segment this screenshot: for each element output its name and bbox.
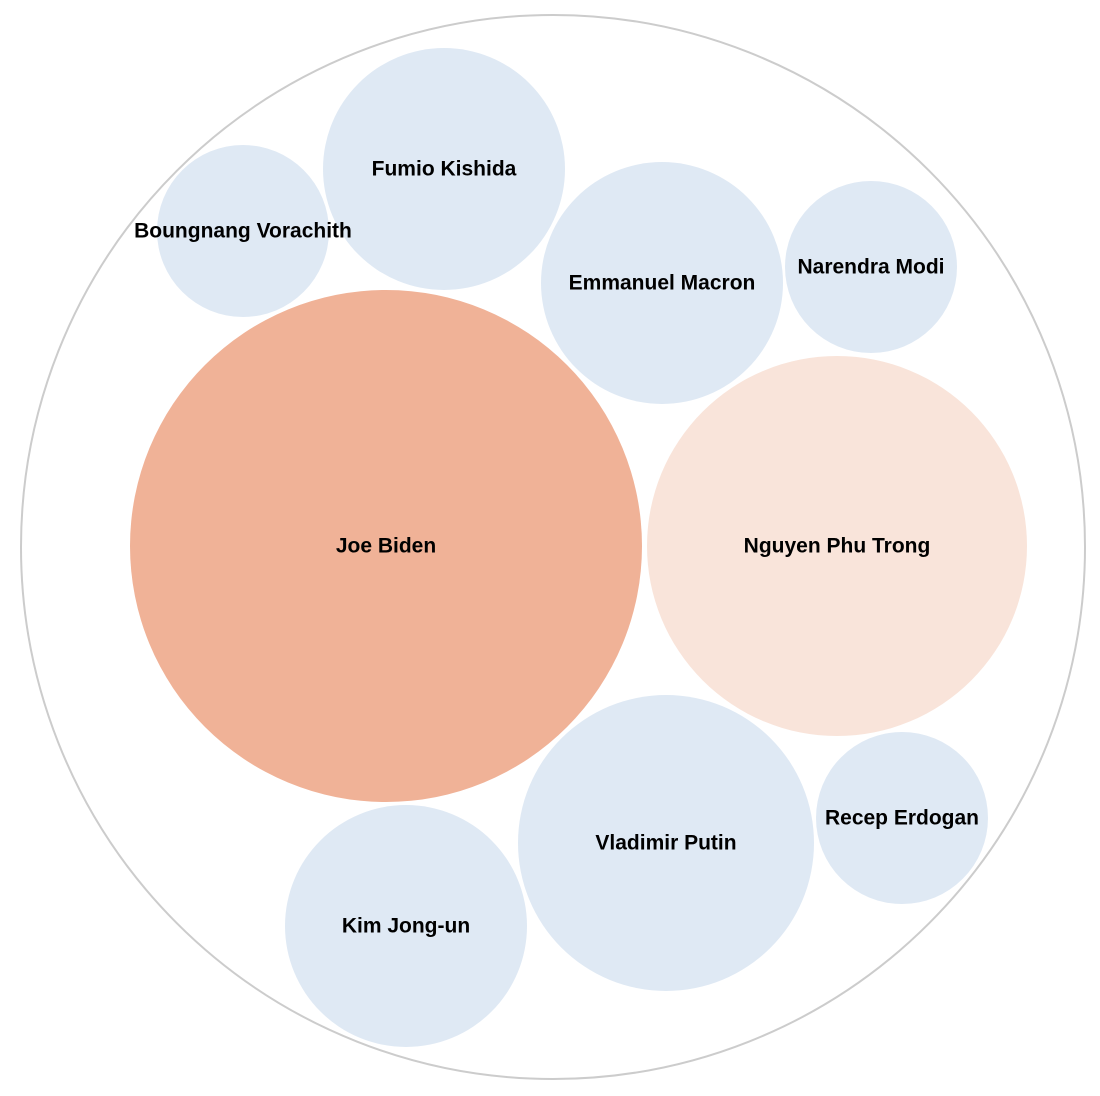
bubble-circle-emmanuel-macron[interactable] [541, 162, 783, 404]
bubble-vladimir-putin[interactable]: Vladimir Putin [518, 695, 814, 991]
bubble-circle-narendra-modi[interactable] [785, 181, 957, 353]
bubble-circle-kim-jong-un[interactable] [285, 805, 527, 1047]
bubble-fumio-kishida[interactable]: Fumio Kishida [323, 48, 565, 290]
bubble-label-fumio-kishida: Fumio Kishida [372, 158, 517, 181]
bubble-label-narendra-modi: Narendra Modi [797, 256, 944, 279]
bubble-label-recep-erdogan: Recep Erdogan [825, 807, 979, 830]
bubble-nguyen-phu-trong[interactable]: Nguyen Phu Trong [647, 356, 1027, 736]
bubble-circle-vladimir-putin[interactable] [518, 695, 814, 991]
bubble-label-nguyen-phu-trong: Nguyen Phu Trong [744, 535, 931, 558]
bubble-circle-boungnang-vorachith[interactable] [157, 145, 329, 317]
bubble-circle-joe-biden[interactable] [130, 290, 642, 802]
bubble-boungnang-vorachith[interactable]: Boungnang Vorachith [134, 145, 352, 317]
bubble-circle-recep-erdogan[interactable] [816, 732, 988, 904]
bubble-circle-fumio-kishida[interactable] [323, 48, 565, 290]
bubble-joe-biden[interactable]: Joe Biden [130, 290, 642, 802]
bubble-label-kim-jong-un: Kim Jong-un [342, 915, 470, 938]
bubble-label-joe-biden: Joe Biden [336, 535, 436, 558]
bubble-label-vladimir-putin: Vladimir Putin [595, 832, 736, 855]
bubble-emmanuel-macron[interactable]: Emmanuel Macron [541, 162, 783, 404]
bubble-kim-jong-un[interactable]: Kim Jong-un [285, 805, 527, 1047]
bubble-narendra-modi[interactable]: Narendra Modi [785, 181, 957, 353]
bubble-circle-nguyen-phu-trong[interactable] [647, 356, 1027, 736]
bubble-label-boungnang-vorachith: Boungnang Vorachith [134, 220, 352, 243]
bubble-recep-erdogan[interactable]: Recep Erdogan [816, 732, 988, 904]
bubble-label-emmanuel-macron: Emmanuel Macron [569, 272, 756, 295]
